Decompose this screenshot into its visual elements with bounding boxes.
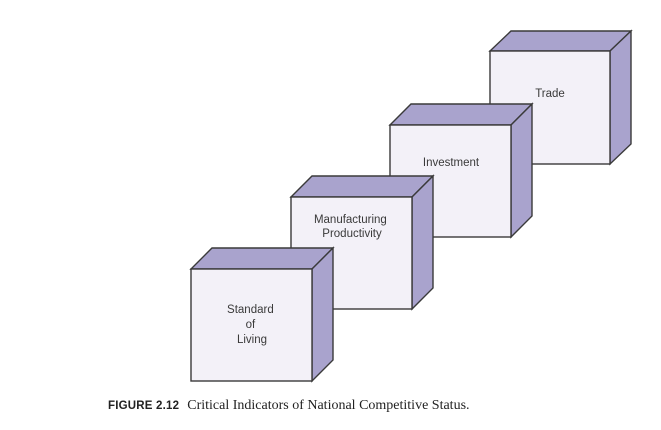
cube-standard-label-line-1: Standard xyxy=(227,304,274,316)
cube-standard-side xyxy=(311,246,334,383)
cube-trade-top xyxy=(488,30,633,52)
cube-manufacturing-label-line-1: Manufacturing xyxy=(314,214,387,226)
cube-trade-label-line-1: Trade xyxy=(535,88,565,100)
cube-standard-of-living: Standard of Living xyxy=(189,246,335,383)
figure-caption-text: Critical Indicators of National Competit… xyxy=(187,398,470,413)
cube-trade-side xyxy=(609,29,632,166)
cube-standard-top xyxy=(189,247,335,270)
cube-standard-front xyxy=(190,268,313,382)
cube-standard-label-line-2: of xyxy=(246,319,256,331)
figure-caption: FIGURE 2.12 Critical Indicators of Nation… xyxy=(108,397,470,414)
svg-text:Standard of Living: Standard of Living xyxy=(227,304,277,346)
svg-text:Investment: Investment xyxy=(423,157,480,169)
cube-investment-top xyxy=(388,103,534,126)
cube-manufacturing-label-line-2: Productivity xyxy=(322,228,382,240)
cube-manufacturing-side xyxy=(411,174,434,311)
svg-text:Trade: Trade xyxy=(535,88,565,100)
figure-number: FIGURE 2.12 xyxy=(108,400,180,412)
cube-investment-side xyxy=(510,102,533,239)
cube-standard-label-line-3: Living xyxy=(237,334,267,346)
svg-text:Manufacturing Productivi: Manufacturing Productivity xyxy=(314,214,390,240)
cube-investment-label-line-1: Investment xyxy=(423,157,480,169)
cube-manufacturing-top xyxy=(289,175,435,198)
